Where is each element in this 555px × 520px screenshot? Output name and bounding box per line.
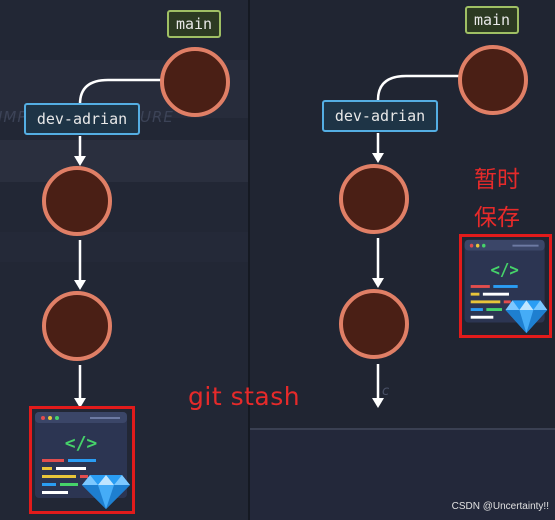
commit-node-1 xyxy=(42,166,112,236)
gem-icon xyxy=(505,300,548,334)
right-bottom-band xyxy=(250,430,555,520)
commit-node-1 xyxy=(339,164,409,234)
left-arrow-1 xyxy=(74,156,86,166)
left-branch-connector xyxy=(78,78,162,105)
git-stash-label: git stash xyxy=(188,382,301,411)
left-panel: IMPO URE main dev-adrian </> xyxy=(0,0,248,520)
left-graph-lines xyxy=(74,78,162,408)
watermark: CSDN @Uncertainty!! xyxy=(451,501,549,512)
panel-divider xyxy=(248,0,250,520)
dev-branch-tag: dev-adrian xyxy=(24,103,140,135)
commit-node-2 xyxy=(42,291,112,361)
right-arrow-2 xyxy=(372,278,384,288)
right-branch-connector xyxy=(376,74,462,101)
right-arrow-3 xyxy=(372,398,384,408)
faint-text: c xyxy=(382,384,391,399)
left-arrow-3 xyxy=(74,398,86,408)
stash-highlight-box: </> xyxy=(29,406,135,514)
commit-node-main xyxy=(458,45,528,115)
dev-branch-tag: dev-adrian xyxy=(322,100,438,132)
commit-node-main xyxy=(160,47,230,117)
stash-highlight-box: </> xyxy=(459,234,552,338)
annotation-line-1: 暂时 xyxy=(474,167,520,193)
annotation-line-2: 保存 xyxy=(474,205,520,231)
code-file-icon: </> xyxy=(464,239,548,334)
main-branch-tag: main xyxy=(167,10,221,38)
left-arrow-2 xyxy=(74,280,86,290)
right-panel: c main dev-adrian 暂时 保存 </> xyxy=(250,0,555,520)
gem-icon xyxy=(82,475,130,509)
right-graph-lines xyxy=(372,74,462,408)
svg-text:</>: </> xyxy=(65,433,98,454)
left-band-3 xyxy=(0,232,248,262)
right-separator xyxy=(250,428,555,430)
faint-text-right: URE xyxy=(140,108,174,126)
svg-text:</>: </> xyxy=(490,260,518,280)
main-branch-tag: main xyxy=(465,6,519,34)
right-arrow-1 xyxy=(372,153,384,163)
commit-node-2 xyxy=(339,289,409,359)
code-file-icon: </> xyxy=(35,412,130,509)
left-band-2 xyxy=(0,140,248,182)
